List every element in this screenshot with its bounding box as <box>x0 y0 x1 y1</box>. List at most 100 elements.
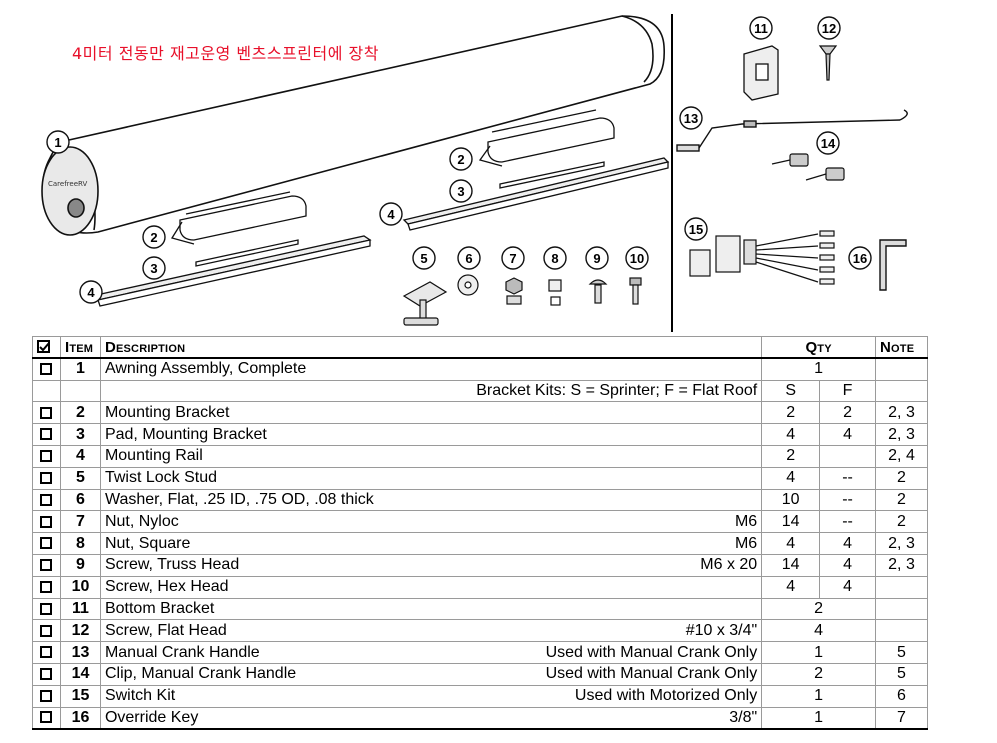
qty-sprinter: 2 <box>761 401 821 425</box>
checkbox-cell[interactable] <box>32 357 61 381</box>
checkbox-cell[interactable] <box>32 662 61 686</box>
item-description: Screw, Truss Head <box>104 556 240 574</box>
checkbox[interactable] <box>40 493 53 506</box>
checkbox[interactable] <box>40 428 53 441</box>
checkbox-cell[interactable] <box>32 444 61 468</box>
header-note: Note <box>875 336 928 360</box>
item-number: 12 <box>59 619 101 643</box>
qty-flat-roof: 4 <box>819 575 876 599</box>
checkbox[interactable] <box>40 537 53 550</box>
item-number: 6 <box>59 488 101 512</box>
checkbox-cell[interactable] <box>32 532 61 555</box>
bottom-bracket-drawing <box>743 45 779 101</box>
checkbox-cell[interactable] <box>32 641 61 664</box>
checkbox[interactable] <box>40 602 53 615</box>
qty-flat-roof: 4 <box>819 423 876 446</box>
item-number: 9 <box>59 553 101 577</box>
item-number: 3 <box>59 423 101 446</box>
svg-text:4: 4 <box>87 285 95 300</box>
description-cell: Screw, Hex Head <box>99 575 763 599</box>
callout-9: 9 <box>585 246 609 270</box>
checkbox-cell[interactable] <box>32 575 61 599</box>
checkbox-cell[interactable] <box>32 597 61 621</box>
item-description: Clip, Manual Crank Handle <box>104 665 297 683</box>
bracket-kit-s-header: S <box>761 379 821 403</box>
note-cell: 2 <box>875 466 928 490</box>
qty-cell: 1 <box>761 706 876 730</box>
qty-cell: 2 <box>761 597 876 621</box>
checkbox-cell[interactable] <box>32 401 61 425</box>
svg-text:2: 2 <box>150 230 157 245</box>
checkbox[interactable] <box>40 580 53 593</box>
item-description: Nut, Nyloc <box>104 512 179 530</box>
callout-4-right: 4 <box>379 202 403 226</box>
qty-cell: 1 <box>761 641 876 664</box>
callout-2-right: 2 <box>449 147 473 171</box>
checkbox[interactable] <box>40 668 53 681</box>
checkbox[interactable] <box>40 646 53 659</box>
description-cell: Washer, Flat, .25 ID, .75 OD, .08 thick <box>99 488 763 512</box>
callout-7: 7 <box>501 246 525 270</box>
qty-flat-roof: 4 <box>819 532 876 555</box>
item-description: Twist Lock Stud <box>104 469 217 487</box>
callout-15: 15 <box>684 217 708 241</box>
qty-flat-roof: -- <box>819 466 876 490</box>
checkbox-cell[interactable] <box>32 466 61 490</box>
item-description: Nut, Square <box>104 534 191 552</box>
svg-text:4: 4 <box>387 207 395 222</box>
item-number: 14 <box>59 662 101 686</box>
checkbox[interactable] <box>40 515 53 528</box>
qty-sprinter: 10 <box>761 488 821 512</box>
switch-kit-drawing <box>689 230 835 285</box>
checkbox[interactable] <box>40 471 53 484</box>
checkbox[interactable] <box>40 406 53 419</box>
description-cell: Pad, Mounting Bracket <box>99 423 763 446</box>
item-number: 8 <box>59 532 101 555</box>
qty-flat-roof <box>819 444 876 468</box>
checkbox-cell[interactable] <box>32 684 61 708</box>
callout-6: 6 <box>457 246 481 270</box>
override-key-drawing <box>879 239 907 291</box>
item-number: 11 <box>59 597 101 621</box>
checkbox[interactable] <box>40 559 53 572</box>
checkbox-cell[interactable] <box>32 423 61 446</box>
checkbox[interactable] <box>40 363 53 376</box>
qty-sprinter: 14 <box>761 553 821 577</box>
svg-text:CarefreeRV: CarefreeRV <box>48 180 87 188</box>
flat-head-screw-drawing <box>818 45 838 81</box>
checkbox[interactable] <box>40 689 53 702</box>
item-number: 10 <box>59 575 101 599</box>
note-cell: 2, 3 <box>875 532 928 555</box>
note-cell: 5 <box>875 641 928 664</box>
checkbox-cell[interactable] <box>32 553 61 577</box>
svg-text:15: 15 <box>689 222 703 237</box>
awning-assembly-drawing: CarefreeRV <box>41 15 666 236</box>
checkbox[interactable] <box>40 450 53 463</box>
checkbox-cell[interactable] <box>32 706 61 730</box>
checkbox[interactable] <box>40 624 53 637</box>
checkbox[interactable] <box>40 711 53 724</box>
item-spec: 3/8" <box>729 708 758 726</box>
checkbox-cell[interactable] <box>32 488 61 512</box>
qty-cell: 4 <box>761 619 876 643</box>
svg-text:9: 9 <box>593 251 600 266</box>
note-cell: 2 <box>875 488 928 512</box>
note-cell: 2, 4 <box>875 444 928 468</box>
item-spec: Used with Manual Crank Only <box>545 665 758 683</box>
callout-13: 13 <box>679 106 703 130</box>
header-qty: Qty <box>761 336 876 360</box>
qty-sprinter: 14 <box>761 510 821 534</box>
checkbox-cell[interactable] <box>32 510 61 534</box>
checkbox-cell[interactable] <box>32 619 61 643</box>
item-description: Mounting Rail <box>104 447 203 465</box>
qty-sprinter: 4 <box>761 423 821 446</box>
